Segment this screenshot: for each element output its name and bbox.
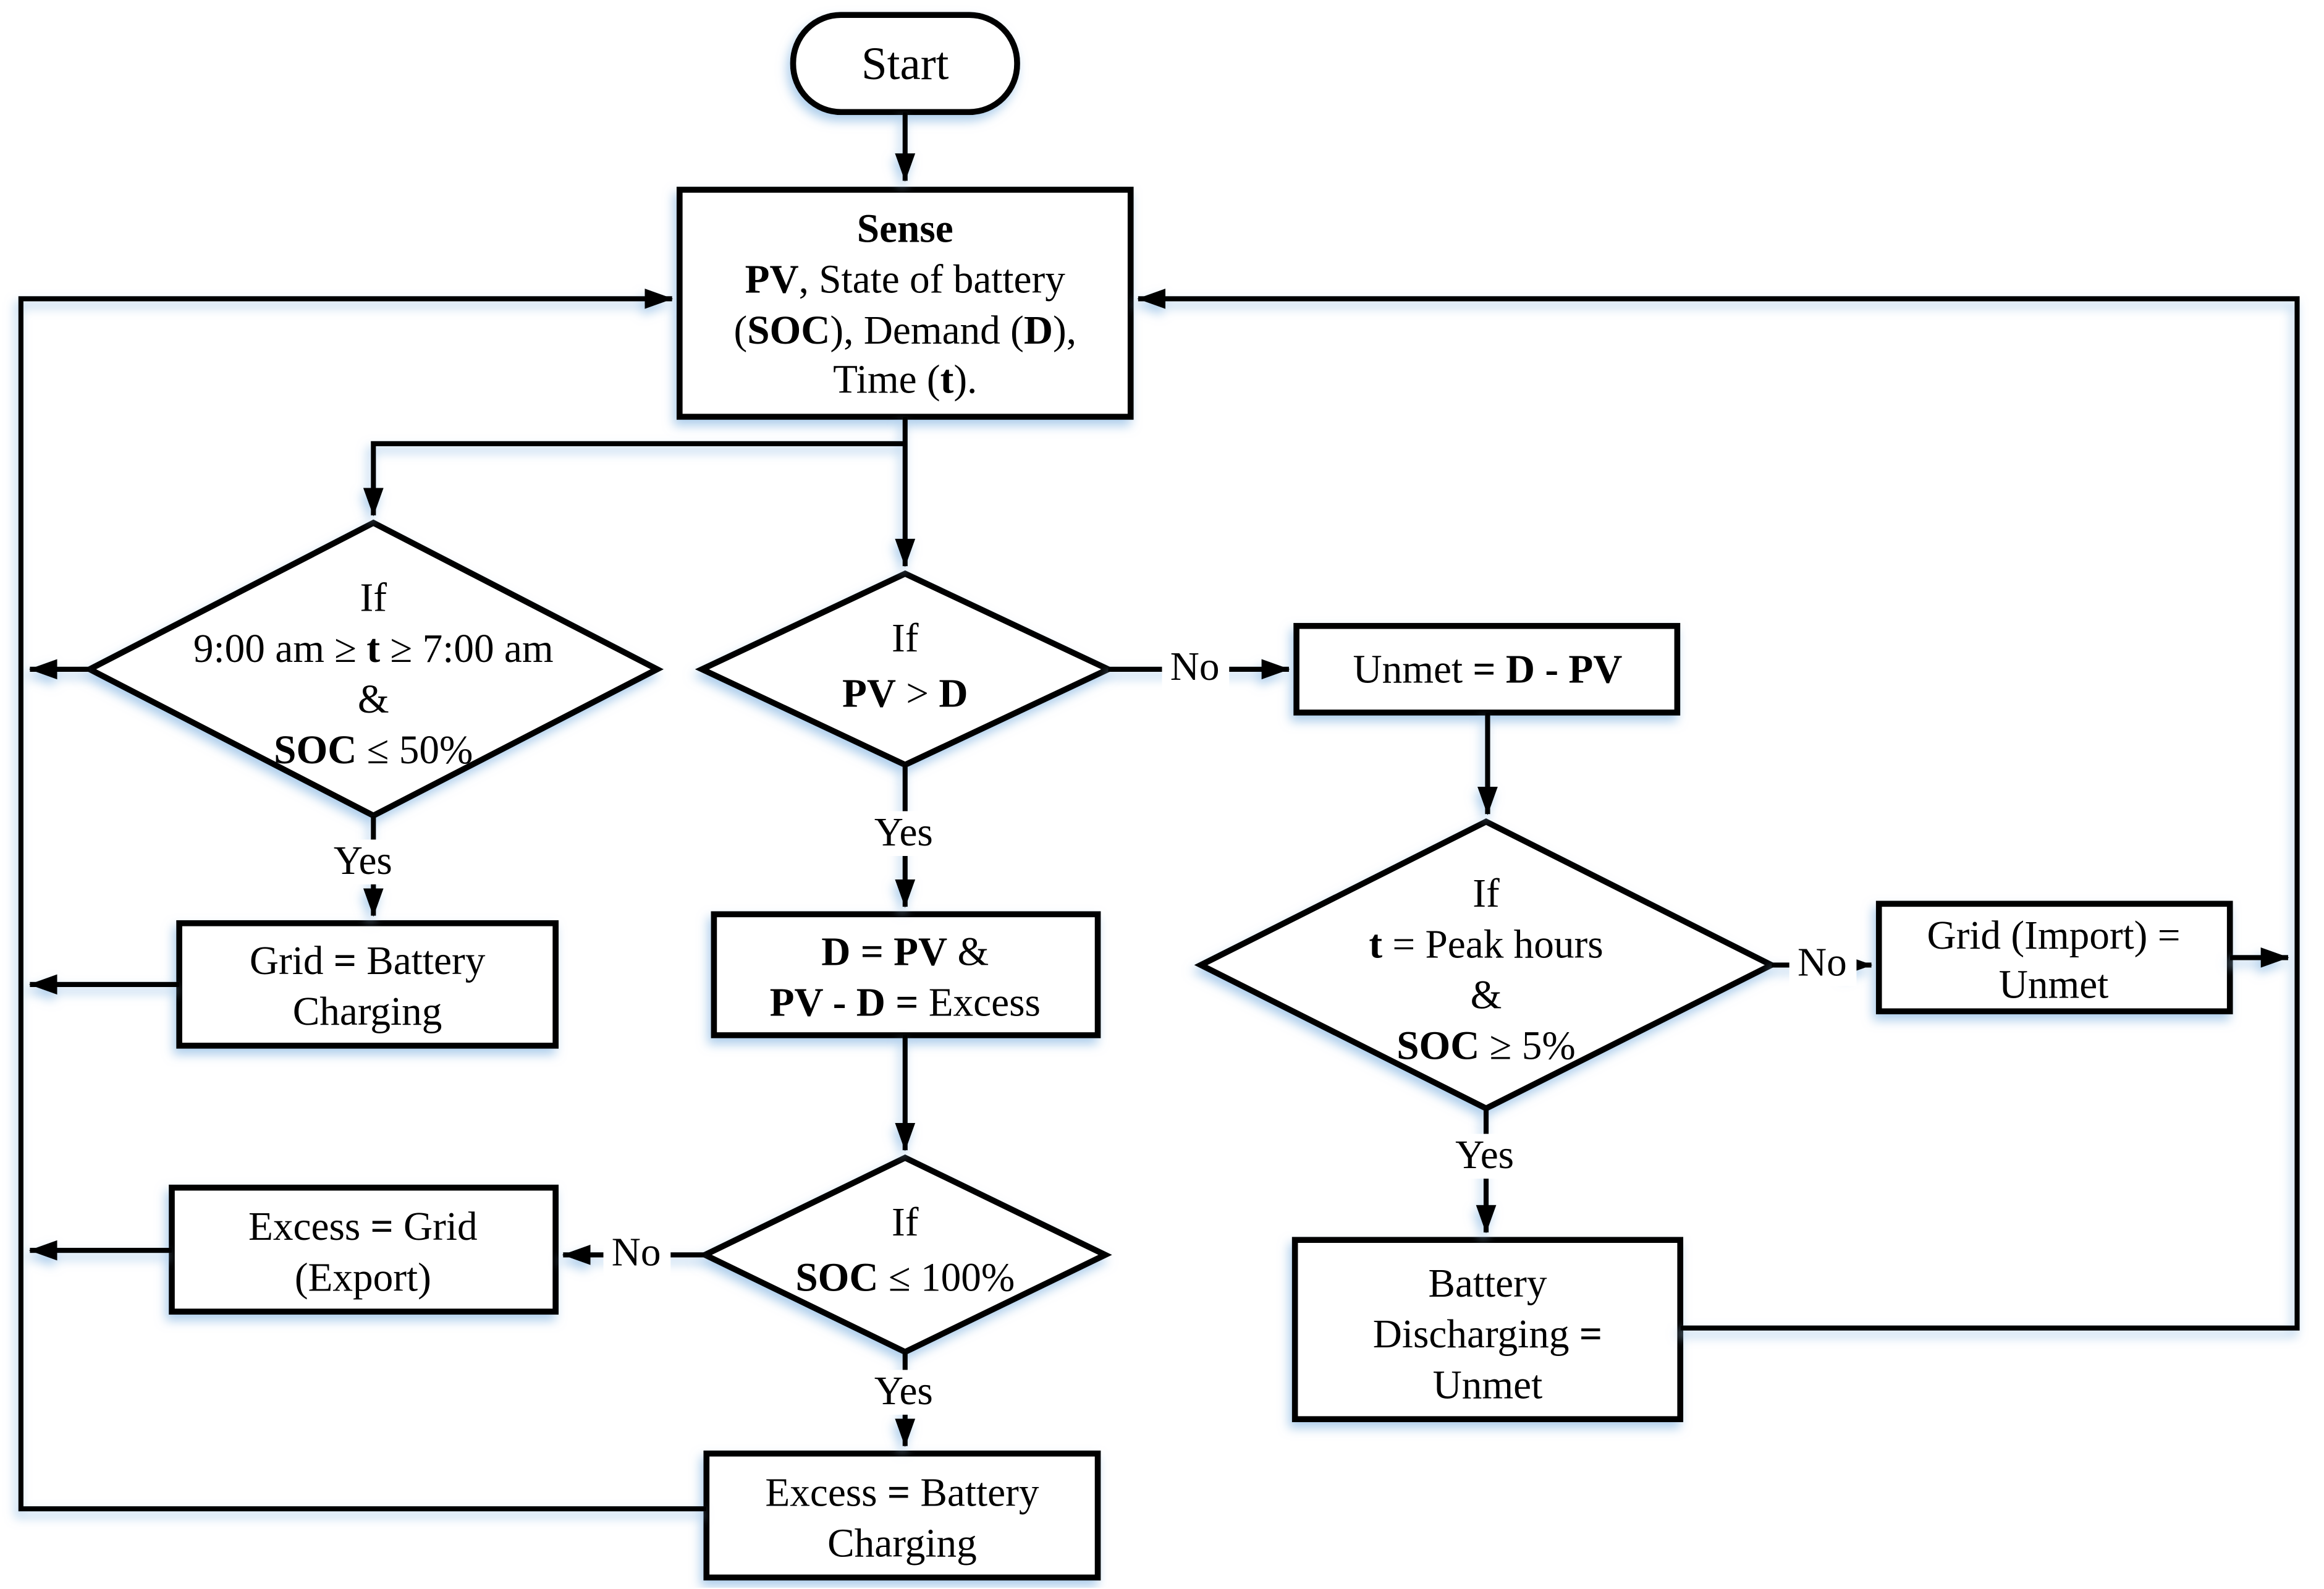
excess-battery-charging-process: Excess = Battery Charging xyxy=(703,1450,1101,1581)
soc-full-line-2: SOC ≤ 100% xyxy=(795,1255,1015,1300)
edge-label-no-pv: No xyxy=(1170,645,1220,689)
peak-hours-line-2: t = Peak hours xyxy=(1369,922,1603,967)
grid-import-line-2: Unmet xyxy=(1999,963,2109,1007)
start-node: Start xyxy=(790,12,1020,116)
battery-discharging-line-1: Battery xyxy=(1428,1261,1547,1306)
edge-label-yes-soc-full: Yes xyxy=(874,1369,933,1413)
grid-import-process: Grid (Import) = Unmet xyxy=(1875,900,2233,1015)
sense-line-2: PV, State of battery xyxy=(745,258,1066,302)
morning-line-3: & xyxy=(358,677,389,722)
edge-label-yes-peak: Yes xyxy=(1455,1133,1514,1177)
grid-import-shape xyxy=(1875,900,2233,1015)
sense-line-1: Sense xyxy=(857,207,953,252)
unmet-line-1: Unmet = D - PV xyxy=(1353,648,1622,692)
edge-labels: Yes No Yes No Yes No Yes xyxy=(328,645,1857,1415)
label-bg xyxy=(869,1370,940,1415)
edge-left-loop-to-sense xyxy=(18,288,707,1512)
surplus-line-1: D = PV & xyxy=(821,930,989,974)
peak-hours-line-3: & xyxy=(1471,973,1502,1018)
pv-demand-diamond-shape xyxy=(695,570,1115,768)
label-bg xyxy=(603,1231,671,1276)
pv-demand-line-1: If xyxy=(892,616,919,661)
surplus-line-2: PV - D = Excess xyxy=(770,981,1041,1025)
soc-full-decision: If SOC ≤ 100% xyxy=(698,1154,1112,1355)
battery-discharging-line-2: Discharging = xyxy=(1373,1312,1602,1357)
edge-label-no-soc-full: No xyxy=(612,1230,661,1274)
morning-line-4: SOC ≤ 50% xyxy=(274,728,473,773)
peak-hours-decision: If t = Peak hours & SOC ≥ 5% xyxy=(1194,818,1778,1112)
grid-battery-charging-shape xyxy=(176,920,559,1049)
battery-discharging-line-3: Unmet xyxy=(1433,1363,1543,1407)
edge-right-loop-to-sense xyxy=(1137,288,2300,1331)
label-bg xyxy=(1789,941,1857,986)
pv-demand-line-2: PV > D xyxy=(842,671,968,716)
peak-hours-line-4: SOC ≥ 5% xyxy=(1397,1024,1576,1069)
sense-process: Sense PV, State of battery (SOC), Demand… xyxy=(676,187,1134,420)
label-bg xyxy=(1162,645,1230,690)
excess-export-line-2: (Export) xyxy=(295,1255,431,1300)
grid-battery-charging-line-1: Grid = Battery xyxy=(250,939,486,983)
morning-charge-decision: If 9:00 am ≥ t ≥ 7:00 am & SOC ≤ 50% xyxy=(83,519,664,820)
label-bg xyxy=(328,839,399,884)
morning-line-1: If xyxy=(360,576,387,621)
soc-full-line-1: If xyxy=(892,1200,919,1245)
excess-battery-charging-line-2: Charging xyxy=(827,1522,977,1566)
unmet-process: Unmet = D - PV xyxy=(1293,622,1681,716)
start-label: Start xyxy=(861,38,949,90)
morning-line-2: 9:00 am ≥ t ≥ 7:00 am xyxy=(193,627,554,671)
edge-label-yes-morning: Yes xyxy=(334,839,392,883)
excess-export-line-1: Excess = Grid xyxy=(248,1205,478,1249)
grid-battery-charging-process: Grid = Battery Charging xyxy=(176,920,559,1049)
edge-sense-to-morning-decision xyxy=(363,441,905,517)
label-bg xyxy=(869,811,940,856)
battery-discharging-process: Battery Discharging = Unmet xyxy=(1291,1237,1684,1423)
excess-battery-charging-shape xyxy=(703,1450,1101,1581)
pv-demand-decision: If PV > D xyxy=(695,570,1115,768)
grid-import-line-1: Grid (Import) = xyxy=(1927,913,2180,958)
unmet-box-shape xyxy=(1293,622,1681,716)
excess-battery-charging-line-1: Excess = Battery xyxy=(765,1470,1039,1515)
edge-label-yes-pv: Yes xyxy=(874,810,933,855)
sense-line-3: (SOC), Demand (D), xyxy=(733,308,1076,353)
sense-box-shape xyxy=(676,187,1134,420)
surplus-process: D = PV & PV - D = Excess xyxy=(711,911,1101,1038)
excess-export-process: Excess = Grid (Export) xyxy=(169,1184,559,1315)
label-bg xyxy=(1450,1133,1521,1179)
sense-line-4: Time (t). xyxy=(833,358,977,402)
grid-battery-charging-line-2: Charging xyxy=(293,989,442,1034)
peak-hours-line-1: If xyxy=(1473,871,1500,916)
edge-label-no-peak: No xyxy=(1798,940,1847,985)
